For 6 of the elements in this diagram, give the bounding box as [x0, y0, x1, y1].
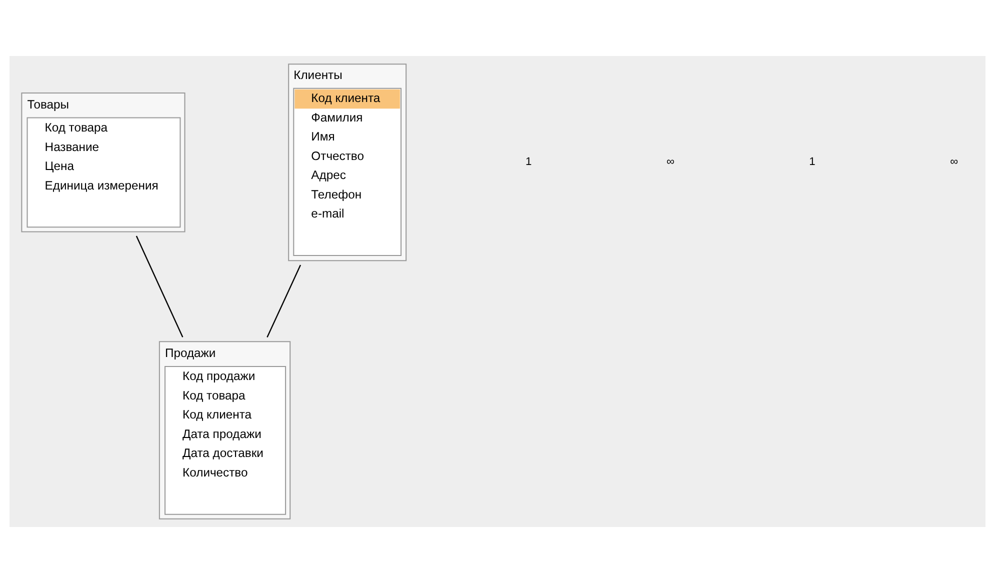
label: 1	[808, 156, 815, 168]
label: ∞	[666, 156, 674, 168]
label: ∞	[950, 156, 958, 168]
connector	[135, 235, 183, 337]
connector	[266, 264, 301, 337]
label: 1	[525, 156, 532, 168]
